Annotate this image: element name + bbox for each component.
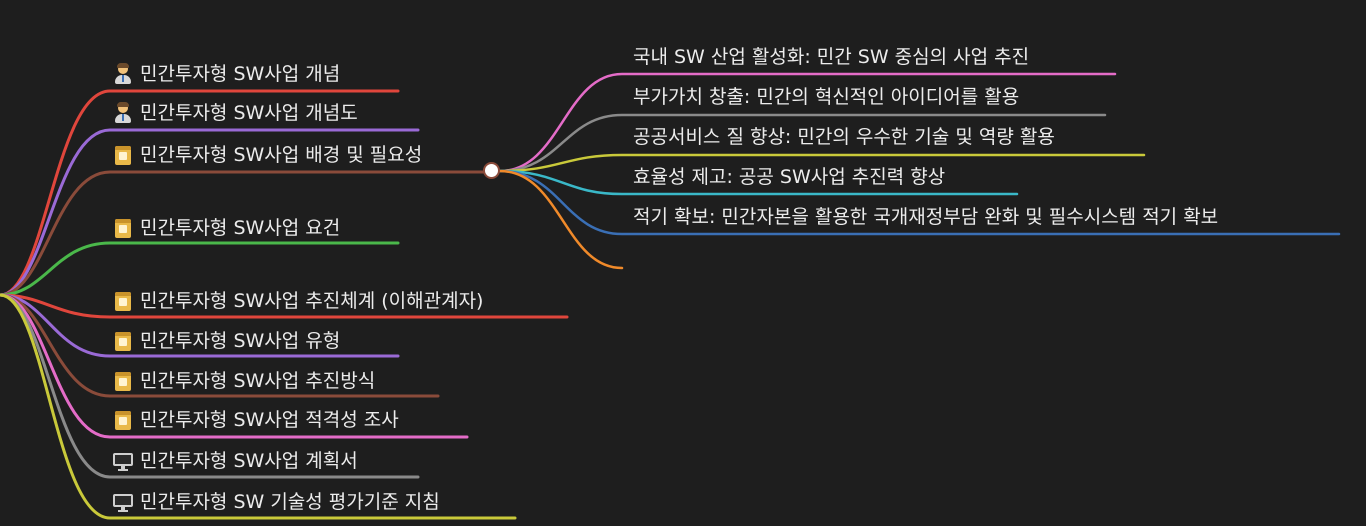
branch-edge: [0, 241, 400, 297]
branch-edge: [0, 89, 400, 297]
node-types[interactable]: 민간투자형 SW사업 유형: [112, 328, 340, 354]
node-label: 민간투자형 SW사업 추진체계 (이해관계자): [140, 290, 484, 312]
folder-icon: [112, 290, 134, 312]
branch-edge: [0, 293, 440, 398]
node-label: 민간투자형 SW사업 배경 및 필요성: [140, 144, 423, 166]
node-label: 민간투자형 SW사업 계획서: [140, 450, 358, 472]
child-edge: [498, 169, 1019, 196]
branch-edge: [0, 170, 492, 297]
child-node-label: 효율성 제고: 공공 SW사업 추진력 향상: [633, 166, 946, 188]
node-method[interactable]: 민간투자형 SW사업 추진방식: [112, 368, 375, 394]
folder-icon: [112, 330, 134, 352]
child-edge: [498, 153, 1146, 173]
node-governance[interactable]: 민간투자형 SW사업 추진체계 (이해관계자): [112, 288, 483, 314]
child-edge: [498, 72, 1117, 173]
child-edge: [498, 169, 1341, 236]
node-requirements[interactable]: 민간투자형 SW사업 요건: [112, 215, 340, 241]
person-icon: [112, 102, 134, 124]
node-concept-diagram[interactable]: 민간투자형 SW사업 개념도: [112, 100, 358, 126]
child-node-label: 부가가치 창출: 민간의 혁신적인 아이디어를 활용: [633, 86, 1020, 108]
child-node-industry[interactable]: 국내 SW 산업 활성화: 민간 SW 중심의 사업 추진: [633, 44, 1029, 70]
child-edge: [498, 169, 624, 270]
child-node-label: 적기 확보: 민간자본을 활용한 국개재정부담 완화 및 필수시스템 적기 확보: [633, 206, 1219, 228]
monitor-icon: [112, 491, 134, 513]
branch-edge: [0, 128, 420, 297]
monitor-icon: [112, 450, 134, 472]
node-label: 민간투자형 SW사업 유형: [140, 330, 341, 352]
child-node-value[interactable]: 부가가치 창출: 민간의 혁신적인 아이디어를 활용: [633, 84, 1019, 110]
node-label: 민간투자형 SW사업 개념도: [140, 102, 358, 124]
child-node-efficiency[interactable]: 효율성 제고: 공공 SW사업 추진력 향상: [633, 164, 945, 190]
node-feasibility[interactable]: 민간투자형 SW사업 적격성 조사: [112, 407, 399, 433]
folder-icon: [112, 370, 134, 392]
child-edge: [498, 113, 1107, 173]
node-background[interactable]: 민간투자형 SW사업 배경 및 필요성: [112, 142, 422, 168]
node-label: 민간투자형 SW 기술성 평가기준 지침: [140, 491, 440, 513]
node-concept[interactable]: 민간투자형 SW사업 개념: [112, 61, 340, 87]
child-node-label: 공공서비스 질 향상: 민간의 우수한 기술 및 역량 활용: [633, 126, 1055, 148]
node-label: 민간투자형 SW사업 적격성 조사: [140, 409, 399, 431]
child-node-quality[interactable]: 공공서비스 질 향상: 민간의 우수한 기술 및 역량 활용: [633, 124, 1055, 150]
branch-toggle-button[interactable]: [483, 162, 500, 179]
node-plan[interactable]: 민간투자형 SW사업 계획서: [112, 448, 358, 474]
person-icon: [112, 63, 134, 85]
node-evaluation-guideline[interactable]: 민간투자형 SW 기술성 평가기준 지침: [112, 489, 440, 515]
branch-edge: [0, 293, 517, 520]
child-node-label: 국내 SW 산업 활성화: 민간 SW 중심의 사업 추진: [633, 46, 1030, 68]
node-label: 민간투자형 SW사업 추진방식: [140, 370, 376, 392]
folder-icon: [112, 409, 134, 431]
child-node-timely[interactable]: 적기 확보: 민간자본을 활용한 국개재정부담 완화 및 필수시스템 적기 확보: [633, 204, 1218, 230]
folder-icon: [112, 144, 134, 166]
node-label: 민간투자형 SW사업 개념: [140, 63, 341, 85]
folder-icon: [112, 217, 134, 239]
node-label: 민간투자형 SW사업 요건: [140, 217, 341, 239]
